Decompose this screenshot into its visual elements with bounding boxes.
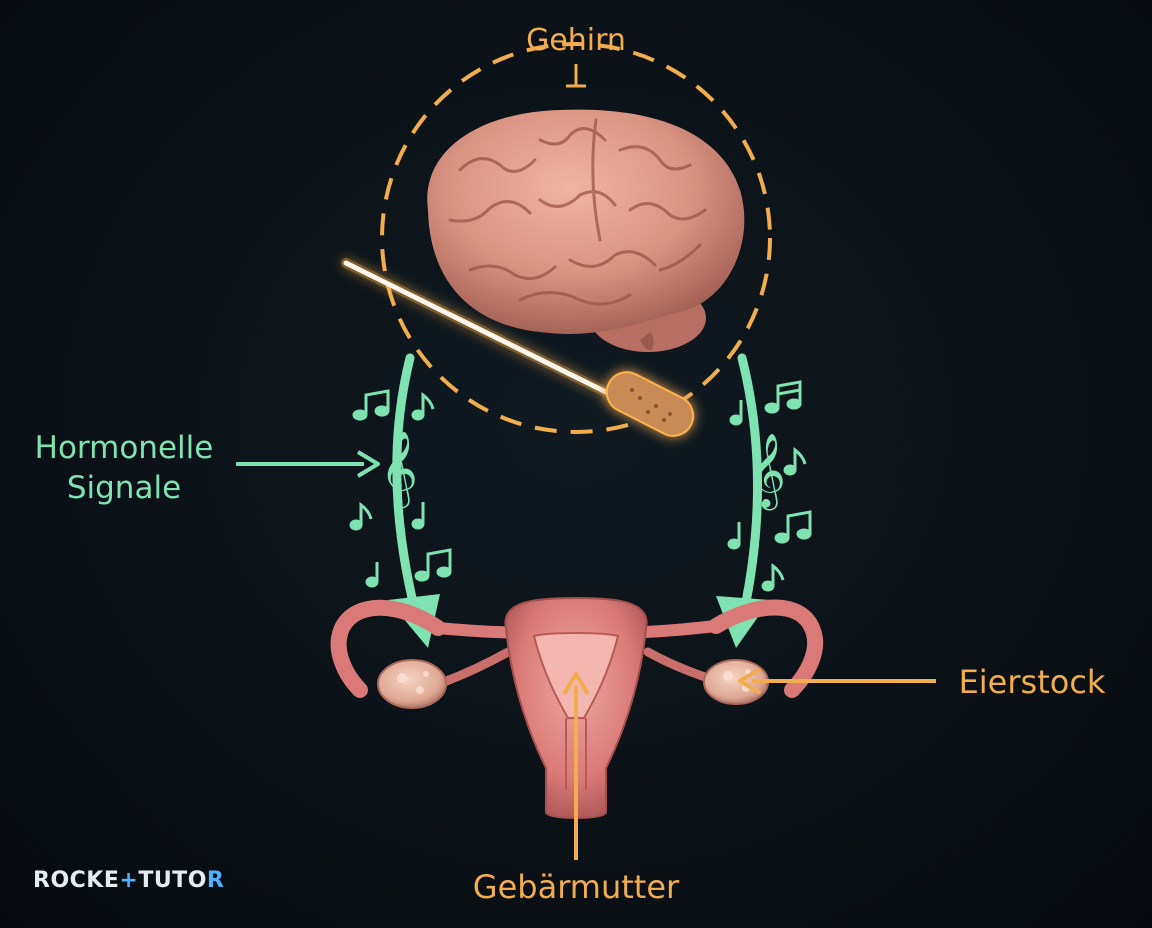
left-signal-arrow	[392, 353, 425, 635]
signals-label-line2: Signale	[67, 470, 181, 506]
signals-pointer-head	[356, 450, 380, 478]
brain-dashed-circle	[380, 42, 772, 434]
treble-clef-icon: 𝄞	[748, 434, 786, 511]
logo-part-1: ROCKE	[33, 868, 120, 893]
uterus-pointer-head	[562, 672, 590, 696]
ovary-pointer-head	[738, 667, 762, 695]
brain-label-tick	[566, 64, 586, 88]
logo-part-2: +	[119, 868, 139, 893]
signals-label-line1: Hormonelle	[35, 430, 214, 466]
music-note-icon	[349, 389, 452, 588]
brain-illustration	[427, 109, 745, 352]
music-note-icon	[727, 380, 812, 592]
baton-icon	[341, 258, 695, 437]
rockettutor-logo: ROCKE+TUTOR	[33, 868, 224, 893]
brain-label: Gehirn	[526, 23, 626, 58]
ovary-label: Eierstock	[959, 663, 1106, 701]
logo-part-4: R	[206, 868, 225, 893]
treble-clef-icon: 𝄞	[380, 432, 418, 509]
uterus-label: Gebärmutter	[473, 868, 680, 906]
logo-part-3: TUTO	[138, 868, 207, 893]
right-signal-arrow	[735, 353, 763, 635]
